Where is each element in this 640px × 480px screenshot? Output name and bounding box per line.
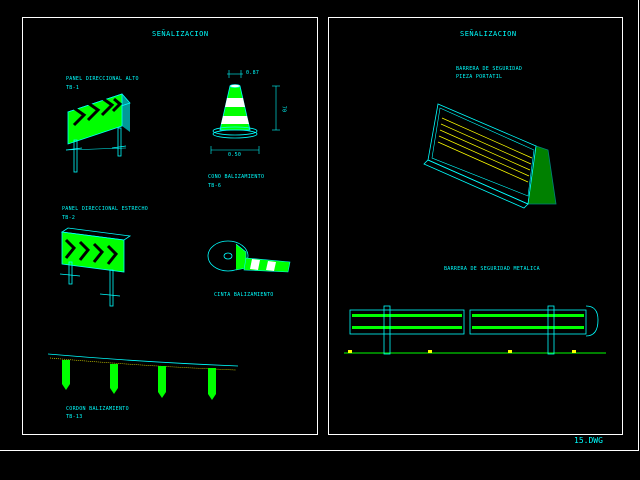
right-sheet-frame bbox=[328, 17, 623, 435]
panel-direccional-alto-drawing bbox=[65, 93, 131, 173]
cone-dim-side: 70 bbox=[280, 105, 287, 113]
panel-direccional-estrecho-drawing bbox=[59, 227, 132, 307]
barrera-portatil-drawing bbox=[423, 103, 557, 209]
cinta-balizamiento-drawing bbox=[207, 240, 291, 273]
cono-balizamiento-drawing bbox=[210, 70, 280, 154]
panel-high-label: PANEL DIRECCIONAL ALTO bbox=[66, 76, 139, 82]
barrier-label-1: BARRERA DE SEGURIDAD bbox=[456, 66, 523, 72]
cone-dim-top: 0.87 bbox=[246, 70, 260, 76]
cordon-balizamiento-drawing bbox=[47, 353, 239, 400]
cone-code: TB-6 bbox=[208, 183, 222, 189]
barrier-label-2: PIEZA PORTATIL bbox=[456, 74, 503, 80]
panel-narrow-label: PANEL DIRECCIONAL ESTRECHO bbox=[62, 206, 149, 212]
cord-code: TB-13 bbox=[66, 414, 83, 420]
cone-label: CONO BALIZAMIENTO bbox=[208, 174, 265, 180]
file-name: 15.DWG bbox=[574, 436, 603, 445]
right-sheet-title: SEÑALIZACION bbox=[460, 30, 517, 38]
panel-high-code: TB-1 bbox=[66, 85, 80, 91]
tape-label: CINTA BALIZAMIENTO bbox=[214, 292, 274, 298]
outer-border bbox=[0, 0, 639, 451]
metal-barrier-label: BARRERA DE SEGURIDAD METALICA bbox=[444, 266, 540, 272]
panel-narrow-code: TB-2 bbox=[62, 215, 76, 221]
cord-label: CORDON BALIZAMIENTO bbox=[66, 406, 129, 412]
barrera-metalica-drawing bbox=[344, 305, 606, 355]
cone-dim-base: 0.50 bbox=[228, 152, 242, 158]
left-sheet-frame bbox=[22, 17, 318, 435]
left-sheet-title: SEÑALIZACION bbox=[152, 30, 209, 38]
